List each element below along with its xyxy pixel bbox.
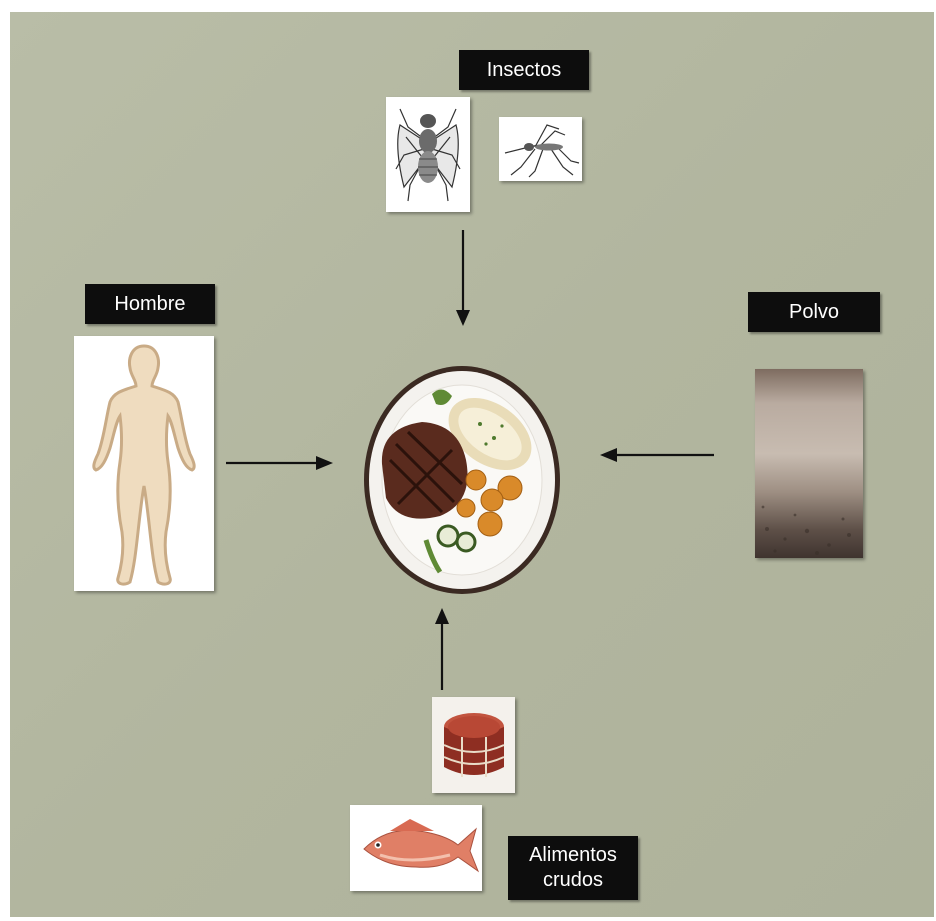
arrow-insects-to-plate bbox=[453, 230, 473, 330]
label-dust: Polvo bbox=[748, 292, 880, 332]
label-raw-food-line2: crudos bbox=[543, 868, 603, 893]
label-dust-text: Polvo bbox=[789, 300, 839, 325]
label-man: Hombre bbox=[85, 284, 215, 324]
arrow-man-to-plate bbox=[226, 453, 336, 473]
steak-plate-image bbox=[362, 364, 562, 596]
arrow-dust-to-plate bbox=[597, 445, 717, 465]
mosquito-icon bbox=[499, 117, 582, 181]
label-raw-food-line1: Alimentos bbox=[529, 843, 617, 868]
fly-icon bbox=[386, 97, 470, 212]
dust-soil-image bbox=[755, 369, 863, 558]
human-silhouette-icon bbox=[74, 336, 214, 591]
label-insects: Insectos bbox=[459, 50, 589, 90]
label-man-text: Hombre bbox=[114, 292, 185, 317]
arrow-raw-food-to-plate bbox=[432, 606, 452, 690]
raw-meat-image bbox=[432, 697, 515, 793]
label-insects-text: Insectos bbox=[487, 58, 561, 83]
fish-image bbox=[350, 805, 482, 891]
label-raw-food: Alimentos crudos bbox=[508, 836, 638, 900]
